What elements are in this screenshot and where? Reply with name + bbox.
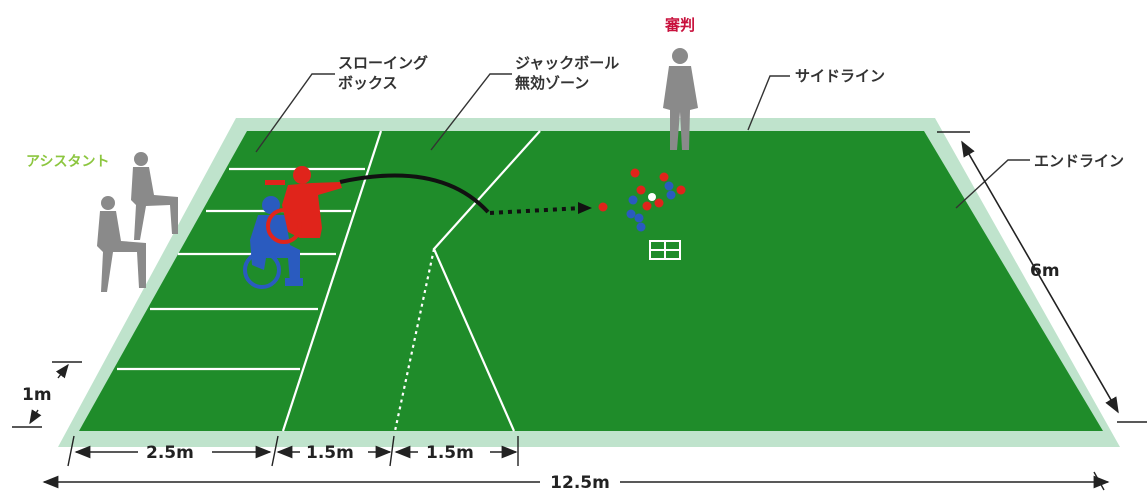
blue-player [243,196,303,289]
throw-roll-dotted [489,206,583,215]
dim-total-label: 12.5m [550,473,610,492]
label-throwing-box-1: スローイング [338,54,428,72]
assistant-figure-front [97,196,146,292]
assistant-figure-back [131,152,178,240]
dim-1m-arrow-bottom [29,409,42,425]
v-line-dotted [393,248,436,432]
dim-1-5m-a-label: 1.5m [306,443,354,463]
dim-1m-label: 1m [22,385,52,405]
dim-total-tick-right [1093,471,1105,491]
label-throwing-box-2: ボックス [338,74,398,92]
dim-2-5m-label: 2.5m [146,443,194,463]
throw-arrowhead [578,202,592,214]
cross-box [649,240,681,260]
red-player [265,166,342,244]
throw-arc [339,173,490,214]
label-side-line: サイドライン [795,67,885,85]
court-field [79,131,1103,431]
bottom-dim-ticks [67,435,519,467]
label-referee: 審判 [664,16,695,34]
referee-figure [663,48,698,150]
label-end-line: エンドライン [1034,152,1124,170]
balls [598,168,686,232]
dim-1-5m-b-label: 1.5m [426,443,474,463]
dim-6m-line [961,140,1119,414]
dim-6m-label: 6m [1030,261,1060,281]
label-assistant: アシスタント [26,154,109,170]
dim-1m-arrow-top [55,363,69,379]
label-jack-zone-1: ジャックボール [515,54,619,72]
label-jack-zone-2: 無効ゾーン [515,74,589,92]
